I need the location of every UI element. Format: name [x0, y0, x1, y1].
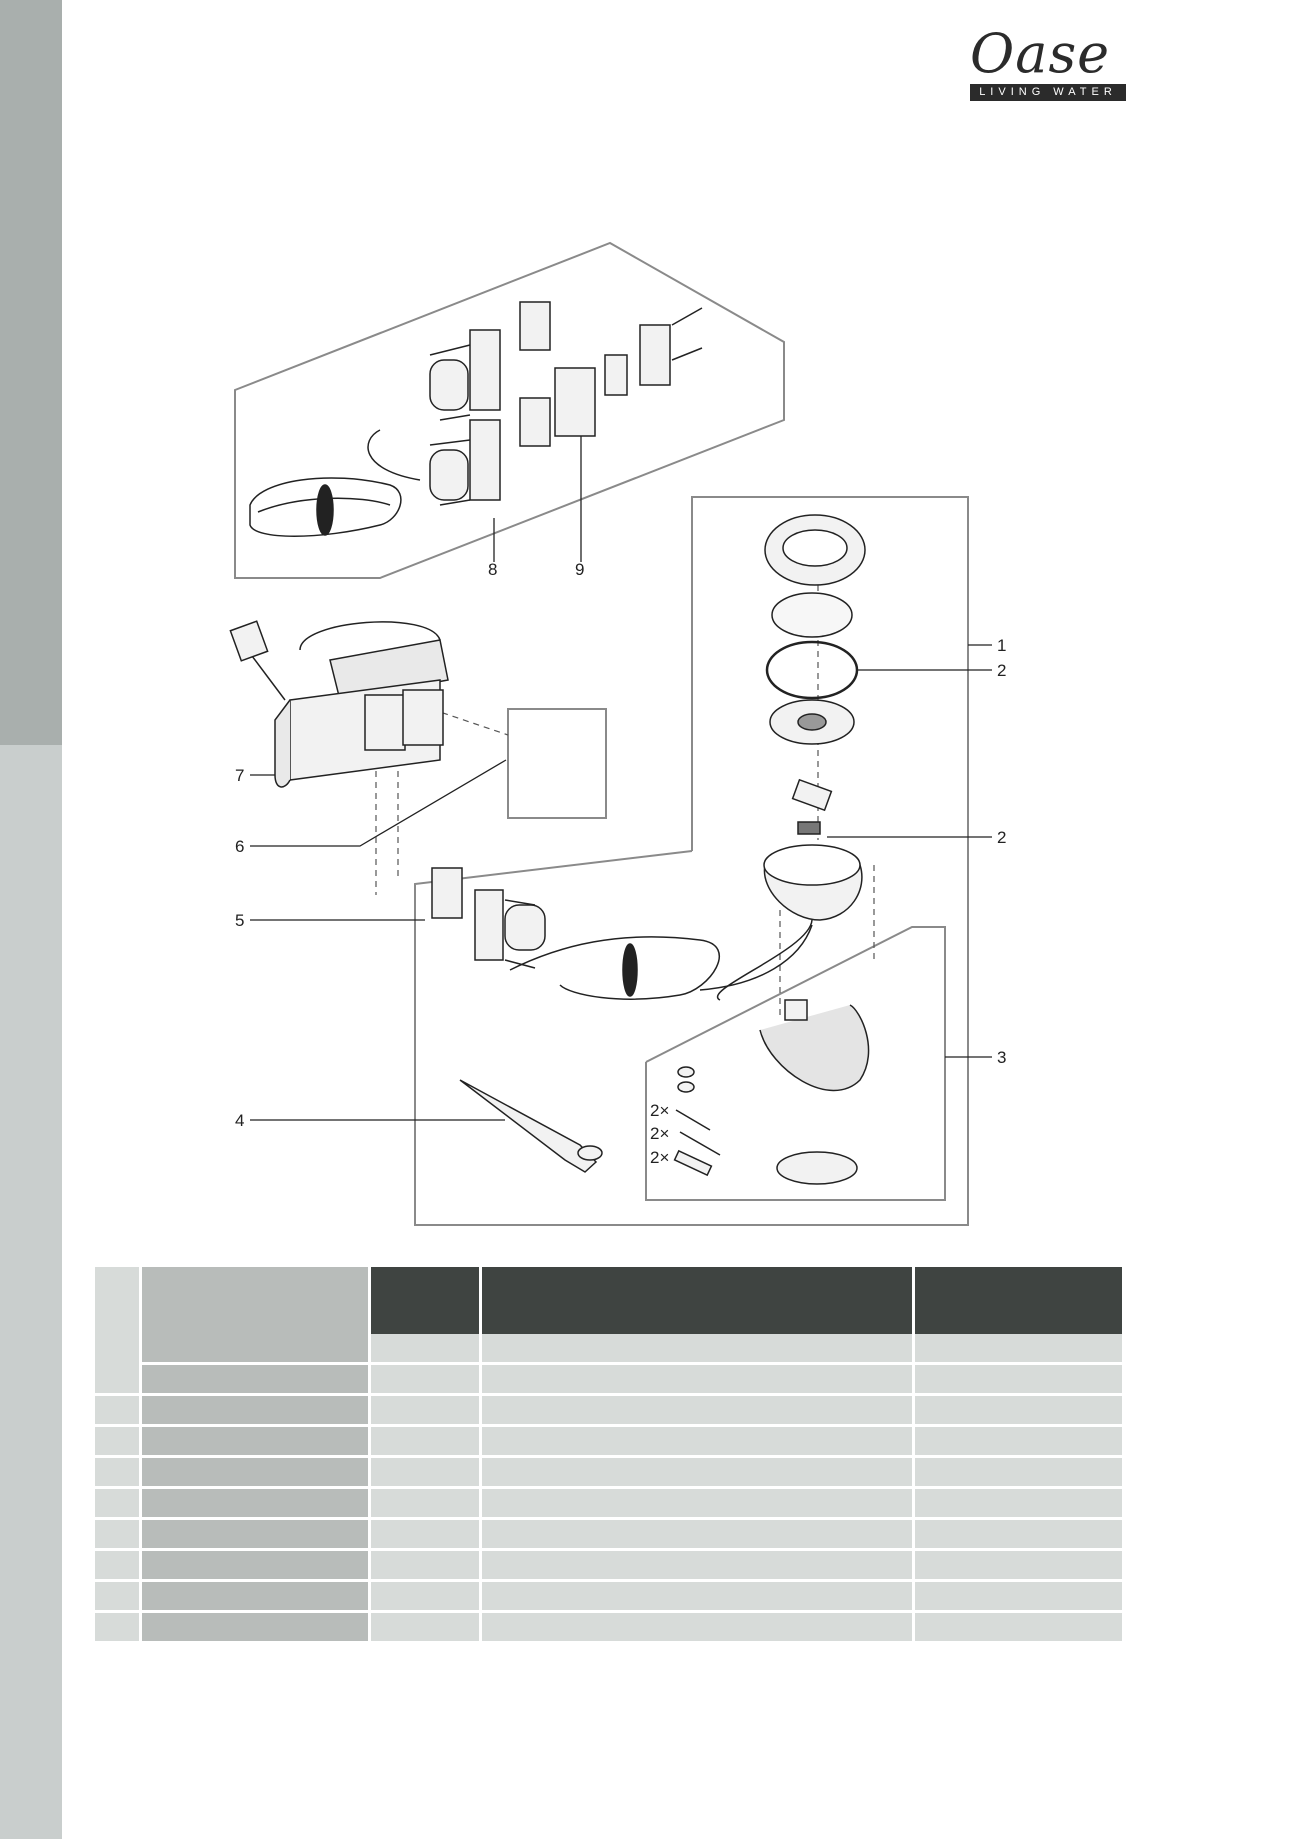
table-row	[95, 1489, 1122, 1520]
table-cell	[95, 1613, 142, 1644]
table-cell	[142, 1458, 371, 1489]
table-row	[95, 1613, 1122, 1644]
table-header-cell	[482, 1267, 915, 1334]
table-cell	[95, 1582, 142, 1613]
table-cell	[95, 1334, 142, 1396]
table-cell	[915, 1365, 1122, 1396]
table-cell	[482, 1613, 915, 1644]
table-header-cell	[142, 1267, 371, 1334]
frame-connector-set	[234, 241, 785, 579]
callout-6: 6	[235, 837, 244, 856]
table-cell	[371, 1613, 482, 1644]
table-cell	[95, 1520, 142, 1551]
table-cell	[371, 1396, 482, 1427]
frame-lamp-set	[414, 496, 969, 1226]
table-cell	[915, 1489, 1122, 1520]
callout-9: 9	[575, 560, 584, 579]
table-cell	[142, 1551, 371, 1582]
table-cell	[482, 1334, 915, 1365]
connector-set-parts	[249, 301, 703, 537]
table-row	[95, 1396, 1122, 1427]
table-cell	[915, 1520, 1122, 1551]
table-cell	[371, 1365, 482, 1396]
callout-3: 3	[997, 1048, 1006, 1067]
assembly-line-c	[389, 694, 509, 736]
logo-wordmark: Oase	[970, 22, 1111, 85]
lamp-cable	[509, 924, 813, 1000]
table-row	[95, 1458, 1122, 1489]
table-cell	[95, 1427, 142, 1458]
transformer-parts	[229, 620, 449, 788]
table-cell	[482, 1520, 915, 1551]
callout-2b: 2	[997, 828, 1006, 847]
table-cell	[915, 1334, 1122, 1365]
table-row	[95, 1520, 1122, 1551]
callout-5: 5	[235, 911, 244, 930]
table-cell	[915, 1427, 1122, 1458]
brand-logo: Oase LIVING WATER	[960, 22, 1130, 102]
table-cell	[142, 1334, 371, 1365]
table-cell	[371, 1427, 482, 1458]
table-cell	[482, 1551, 915, 1582]
callout-4: 4	[235, 1111, 244, 1130]
table-cell	[142, 1427, 371, 1458]
parts-table	[95, 1267, 1122, 1644]
table-cell	[95, 1551, 142, 1582]
table-cell	[95, 1489, 142, 1520]
quantity-label: 2×	[650, 1101, 669, 1120]
table-cell	[371, 1334, 482, 1365]
table-cell	[142, 1489, 371, 1520]
quantity-label: 2×	[650, 1124, 669, 1143]
table-cell	[95, 1458, 142, 1489]
quantity-label: 2×	[650, 1148, 669, 1167]
logo-tagline: LIVING WATER	[970, 84, 1126, 101]
table-cell	[142, 1613, 371, 1644]
lamp-parts	[716, 514, 870, 1185]
table-cell	[371, 1489, 482, 1520]
table-cell	[142, 1520, 371, 1551]
table-cell	[482, 1427, 915, 1458]
table-cell	[371, 1520, 482, 1551]
callout-8: 8	[488, 560, 497, 579]
table-header-row	[95, 1267, 1122, 1334]
table-cell	[482, 1582, 915, 1613]
sidebar-band-dark	[0, 0, 62, 745]
table-cell	[142, 1365, 371, 1396]
table-cell	[915, 1613, 1122, 1644]
table-row	[95, 1365, 1122, 1396]
plug-connector-parts	[431, 867, 546, 969]
table-cell	[482, 1365, 915, 1396]
table-row	[95, 1582, 1122, 1613]
callout-7: 7	[235, 766, 244, 785]
table-cell	[915, 1582, 1122, 1613]
fixing-screws	[673, 1066, 721, 1177]
table-cell	[371, 1582, 482, 1613]
frame-mount-set	[645, 926, 946, 1201]
table-row	[95, 1334, 1122, 1396]
table-cell	[482, 1396, 915, 1427]
sidebar-band-light	[0, 745, 62, 1839]
frame-connector-box	[507, 708, 607, 819]
table-row	[95, 1427, 1122, 1458]
table-cell	[371, 1458, 482, 1489]
callout-2a: 2	[997, 661, 1006, 680]
callout-1: 1	[997, 636, 1006, 655]
exploded-view-drawing: 8 9 1 2 2 3 4 5 6 7 2× 2× 2×	[229, 241, 1006, 1226]
table-cell	[142, 1582, 371, 1613]
table-cell	[482, 1458, 915, 1489]
table-header-cell	[915, 1267, 1122, 1334]
table-row	[95, 1551, 1122, 1582]
table-header-cell	[371, 1267, 482, 1334]
table-cell	[95, 1396, 142, 1427]
table-header-cell	[95, 1267, 142, 1334]
table-cell	[915, 1458, 1122, 1489]
leader-6	[250, 759, 507, 847]
ground-stake	[459, 1079, 603, 1173]
table-cell	[915, 1396, 1122, 1427]
table-cell	[142, 1396, 371, 1427]
table-cell	[371, 1551, 482, 1582]
table-cell	[482, 1489, 915, 1520]
table-cell	[915, 1551, 1122, 1582]
